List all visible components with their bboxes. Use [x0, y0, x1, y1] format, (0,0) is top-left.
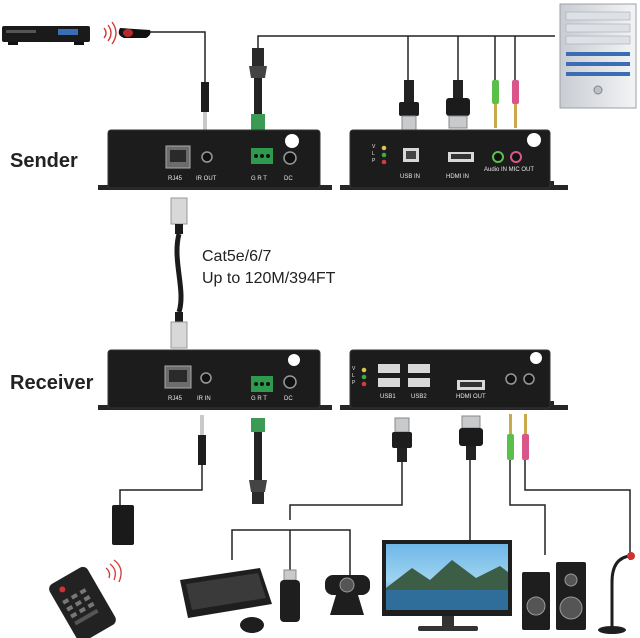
- sender-back-unit: [340, 129, 568, 190]
- receiver-grt-label: G R T: [251, 396, 267, 402]
- cable-distance-label: Up to 120M/394FT: [202, 270, 336, 287]
- usb-plug-bottom: [392, 417, 412, 462]
- ir-emitter-box: [112, 505, 134, 545]
- sender-grt-label: G R T: [251, 176, 267, 182]
- audio-plug-pink-top: [512, 80, 519, 128]
- receiver-led-l-label: L: [352, 373, 355, 379]
- hdmi-plug-bottom: [459, 415, 483, 460]
- vga-connector-top: [249, 48, 267, 130]
- usb-plug-top: [399, 80, 419, 131]
- audio-plug-green-bottom: [507, 414, 514, 460]
- dvd-player-icon: [2, 26, 90, 45]
- sender-led-l-label: L: [372, 151, 375, 157]
- wires: [119, 31, 631, 575]
- speakers-icon: [522, 562, 586, 630]
- usb-split-wire: [231, 529, 351, 575]
- sender-ir-out-label: IR OUT: [196, 176, 217, 182]
- ir-signal-icon: [103, 21, 117, 45]
- receiver-front-unit: [98, 349, 332, 410]
- remote-signal-icon: [105, 559, 122, 583]
- ir-receiver-icon: [118, 28, 151, 38]
- audio-plug-pink-bottom: [522, 414, 529, 460]
- vga-wire-top: [257, 35, 555, 48]
- mic-wire: [524, 460, 631, 560]
- sender-front-unit: [98, 129, 332, 190]
- terminal-connector-bottom: [249, 418, 267, 504]
- receiver-led-p-label: P: [352, 380, 356, 386]
- ir-jack-top: [201, 82, 209, 132]
- speaker-wire: [509, 460, 546, 555]
- sender-led-v-label: V: [372, 144, 376, 150]
- microphone-icon: [598, 552, 635, 634]
- audio-plug-green-top: [492, 80, 499, 128]
- ir-receiver-wire: [150, 31, 206, 82]
- sender-label: Sender: [10, 150, 78, 172]
- sender-usb-in-label: USB IN: [400, 174, 421, 180]
- receiver-usb2-label: USB2: [411, 394, 427, 400]
- cable-type-label: Cat5e/6/7: [202, 248, 272, 265]
- receiver-dc-label: DC: [284, 396, 293, 402]
- pc-tower-icon: [559, 3, 637, 109]
- webcam-icon: [325, 575, 370, 615]
- receiver-back-unit: [340, 349, 568, 410]
- receiver-ir-in-label: IR IN: [197, 396, 211, 402]
- keyboard-icon: [180, 568, 272, 618]
- monitor-icon: [382, 540, 512, 631]
- remote-control-icon: [49, 566, 116, 638]
- ir-jack-bottom: [198, 415, 206, 465]
- cat-cable: [170, 197, 188, 349]
- usb-hub-wire: [289, 462, 403, 520]
- receiver-led-v-label: V: [352, 366, 356, 372]
- sender-rj45-label: RJ45: [168, 176, 183, 182]
- sender-hdmi-in-label: HDMI IN: [446, 174, 469, 180]
- receiver-hdmi-out-label: HDMI OUT: [456, 394, 486, 400]
- sender-audio-mic-label: Audio IN MIC OUT: [484, 167, 535, 173]
- usb-drive-icon: [280, 569, 300, 622]
- receiver-label: Receiver: [10, 372, 94, 394]
- sender-dc-label: DC: [284, 176, 293, 182]
- ir-out-wire: [119, 465, 203, 505]
- receiver-rj45-label: RJ45: [168, 396, 183, 402]
- sender-led-p-label: P: [372, 158, 376, 164]
- mouse-icon: [240, 617, 264, 633]
- receiver-usb1-label: USB1: [380, 394, 396, 400]
- hdmi-plug-top: [446, 80, 470, 129]
